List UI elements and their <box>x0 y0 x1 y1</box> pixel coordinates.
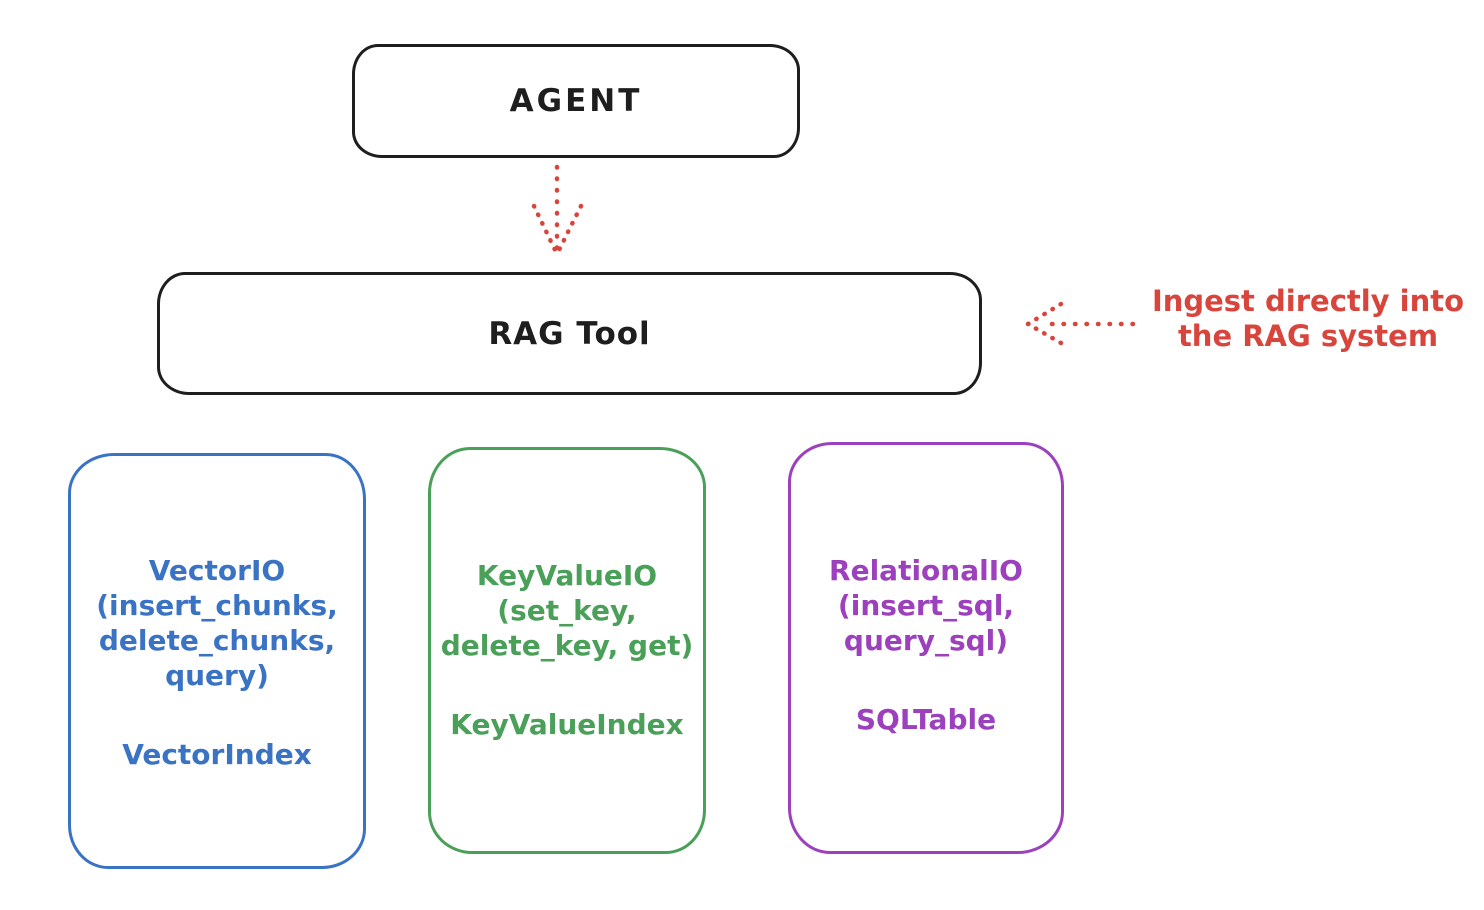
sql-table-label: SQLTable <box>855 703 997 736</box>
agent-to-rag-arrow <box>531 164 584 255</box>
vector-index-label: VectorIndex <box>122 738 312 771</box>
relational-io-label: RelationalIO (insert_sql, query_sql) <box>829 554 1023 657</box>
ingest-annotation: Ingest directly into the RAG system <box>1151 284 1465 354</box>
keyvalue-io-node: KeyValueIO (set_key, delete_key, get) Ke… <box>428 447 706 854</box>
vector-io-node: VectorIO (insert_chunks, delete_chunks, … <box>68 453 366 869</box>
rag-tool-node-label: RAG Tool <box>488 315 651 352</box>
keyvalue-index-label: KeyValueIndex <box>450 708 684 741</box>
agent-node: AGENT <box>352 44 800 158</box>
agent-node-label: AGENT <box>509 83 643 119</box>
rag-tool-node: RAG Tool <box>157 272 982 395</box>
relational-io-node: RelationalIO (insert_sql, query_sql) SQL… <box>788 442 1064 854</box>
annotation-to-rag-arrow <box>1025 301 1136 346</box>
keyvalue-io-label: KeyValueIO (set_key, delete_key, get) <box>440 559 694 662</box>
vector-io-label: VectorIO (insert_chunks, delete_chunks, … <box>96 554 338 692</box>
